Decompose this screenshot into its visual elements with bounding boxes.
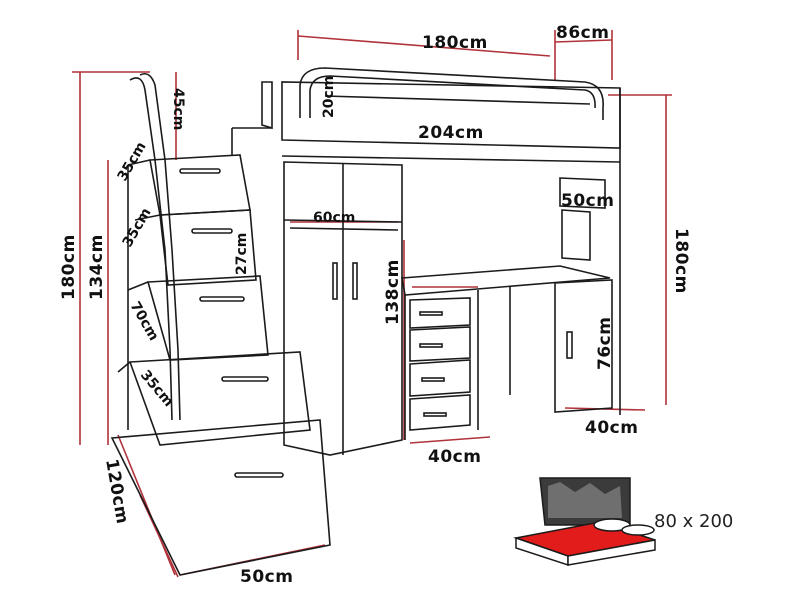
- label-total-length: 204cm: [418, 123, 484, 143]
- label-left-height-inner: 134cm: [87, 234, 107, 300]
- label-wardrobe-height: 138cm: [383, 259, 403, 325]
- label-step-c: 27cm: [234, 233, 250, 275]
- label-desk-front: 40cm: [428, 447, 481, 467]
- dimension-labels: 180cm 86cm 20cm 45cm 204cm 60cm 50cm 180…: [59, 23, 733, 587]
- mattress-illustration: [513, 477, 656, 567]
- label-stairs-width: 50cm: [240, 567, 293, 587]
- label-desk-side: 50cm: [561, 191, 614, 211]
- label-ladder-top: 45cm: [170, 88, 186, 130]
- label-bed-length-top: 180cm: [422, 33, 488, 53]
- label-wardrobe-shelf: 60cm: [313, 210, 355, 226]
- label-rail-height: 20cm: [321, 76, 337, 118]
- label-step-b: 35cm: [120, 205, 155, 250]
- label-mattress-size: 80 x 200: [654, 511, 733, 532]
- label-desk-height: 76cm: [595, 317, 615, 370]
- label-bed-width-top: 86cm: [556, 23, 609, 43]
- label-left-height-outer: 180cm: [59, 234, 79, 300]
- loft-bed-outline: [110, 67, 621, 576]
- label-right-height: 180cm: [671, 228, 691, 294]
- label-desk-depth: 40cm: [585, 418, 638, 438]
- label-step-d: 70cm: [127, 299, 162, 344]
